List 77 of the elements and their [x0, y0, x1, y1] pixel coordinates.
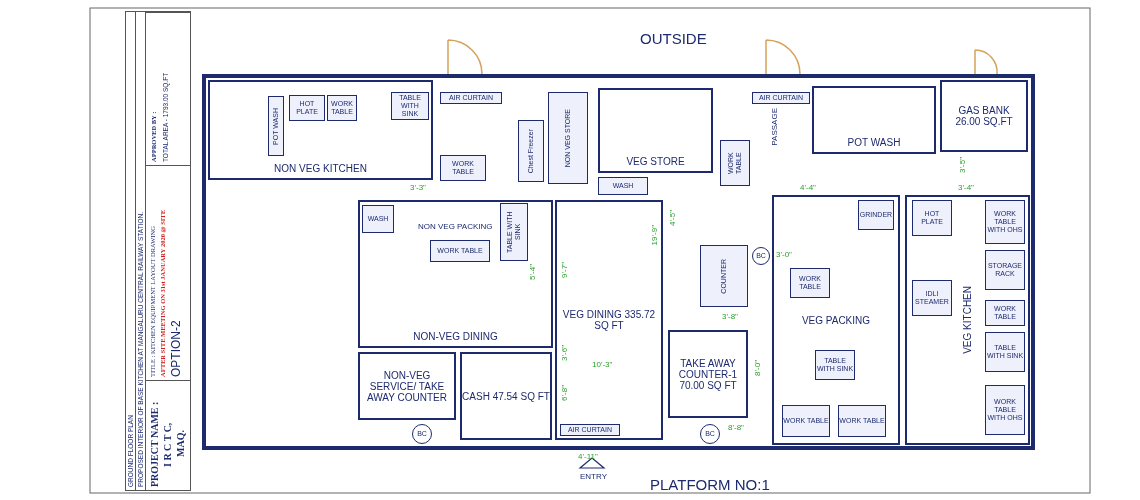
equipment-outline	[440, 92, 502, 104]
plan-heading: PLATFORM NO:1	[650, 476, 770, 493]
equipment-outline	[912, 200, 952, 236]
dimension-text: 3'-8"	[722, 312, 738, 321]
room-area	[905, 195, 1030, 445]
room-label: CASH 47.54 SQ FT	[462, 390, 550, 402]
equipment-outline	[815, 350, 855, 380]
equipment-outline	[985, 250, 1025, 290]
dimension-text: 10'-3"	[592, 360, 613, 369]
room-area	[555, 200, 663, 440]
room-label: GAS BANK	[958, 105, 1010, 116]
dimension-text: 4'-4"	[800, 183, 816, 192]
room-label: VEG PACKING	[801, 314, 871, 326]
dimension-text: 3'-4"	[958, 183, 974, 192]
equipment-outline	[752, 92, 810, 104]
equipment-outline	[289, 95, 325, 121]
room-label: VEG DINING 335.72 SQ FT	[561, 309, 657, 331]
equipment-outline	[985, 300, 1025, 326]
equipment-outline	[912, 280, 952, 316]
equipment-outline	[327, 95, 357, 121]
equipment-outline	[720, 140, 750, 186]
area-label: NON VEG PACKING	[418, 222, 493, 231]
room-area	[358, 200, 553, 348]
equipment-outline	[985, 200, 1025, 244]
bain-marie-circle	[412, 424, 432, 444]
room-area	[668, 330, 748, 418]
room-area	[460, 352, 552, 440]
equipment-outline	[440, 155, 486, 181]
room-label: TAKE AWAY COUNTER-1 70.00 SQ FT	[677, 357, 739, 391]
dimension-text: 4'-11"	[578, 452, 598, 461]
room-area	[598, 88, 713, 173]
equipment-outline	[430, 240, 490, 262]
equipment-outline	[362, 205, 394, 233]
equipment-outline	[548, 92, 588, 184]
title-text: I R C T C,	[161, 421, 174, 469]
area-label: ENTRY	[580, 472, 607, 481]
equipment-outline	[985, 385, 1025, 435]
dimension-text: 9'-7"	[560, 262, 569, 278]
equipment-outline	[598, 177, 648, 195]
title-text: PROJECT NAME :	[148, 400, 161, 487]
dimension-text: 3'-3"	[410, 183, 426, 192]
room-area	[812, 86, 936, 154]
room-area	[358, 352, 456, 420]
equipment-outline	[500, 203, 528, 261]
dimension-text: 8'-8"	[728, 423, 744, 432]
dimension-text: 3'-6"	[560, 345, 569, 361]
room-label: 26.00 SQ.FT	[955, 116, 1013, 127]
bain-marie-circle	[752, 247, 770, 265]
room-label: VEG KITCHEN	[962, 286, 973, 354]
title-text: OPTION-2	[168, 319, 184, 377]
equipment-outline	[838, 405, 886, 437]
dimension-text: 6'-8"	[560, 385, 569, 401]
dimension-text: 5'-4"	[528, 264, 537, 280]
equipment-outline	[985, 332, 1025, 372]
room-area	[208, 80, 433, 180]
room-area	[940, 80, 1028, 152]
dimension-text: 3'-0"	[776, 250, 792, 259]
equipment-outline	[700, 245, 748, 307]
bain-marie-circle	[700, 424, 720, 444]
equipment-outline	[782, 405, 830, 437]
area-label: PASSAGE	[770, 108, 779, 146]
room-label: POT WASH	[847, 137, 901, 148]
dimension-text: 19'-9"	[650, 225, 659, 246]
equipment-outline	[560, 424, 620, 436]
title-text: MAQ.	[174, 429, 187, 459]
equipment-outline	[518, 120, 544, 182]
room-label: NON VEG KITCHEN	[274, 163, 367, 174]
room-label: NON-VEG DINING	[413, 331, 498, 342]
dimension-text: 4'-5"	[668, 210, 677, 226]
room-label: VEG STORE	[626, 156, 685, 167]
equipment-outline	[391, 92, 429, 120]
equipment-outline	[268, 96, 284, 156]
equipment-outline	[790, 268, 830, 298]
room-label: NON-VEG SERVICE/ TAKE AWAY COUNTER	[366, 369, 448, 403]
equipment-outline	[858, 200, 894, 230]
plan-heading: OUTSIDE	[640, 30, 707, 47]
room-area	[772, 195, 900, 445]
